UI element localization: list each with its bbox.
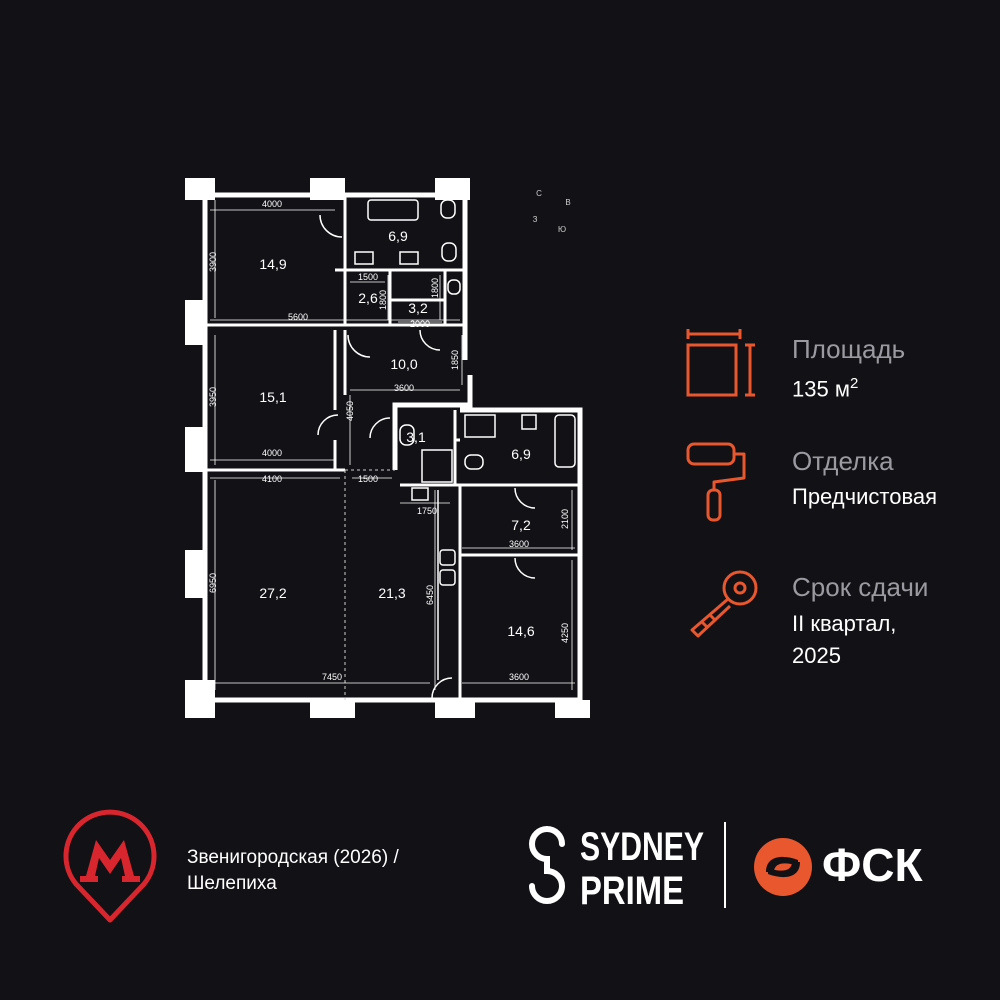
dimension-label: 3950 (208, 387, 218, 407)
compass-n: С (536, 189, 542, 198)
dimension-label: 6950 (208, 573, 218, 593)
dimension-label: 4050 (345, 401, 355, 421)
logo-divider (724, 822, 726, 908)
room-area-label: 2,6 (358, 290, 378, 306)
room-area-label: 7,2 (511, 517, 531, 533)
sydney-prime-wordmark: SYDNEY PRIME (580, 825, 704, 912)
dimension-label: 3900 (208, 252, 218, 272)
dimension-label: 4250 (560, 623, 570, 643)
dimension-label: 3600 (509, 672, 529, 682)
area-icon (686, 329, 755, 397)
dimension-label: 1500 (358, 474, 378, 484)
dimension-label: 4000 (262, 448, 282, 458)
room-area-label: 3,1 (406, 429, 426, 445)
dimension-label: 1800 (378, 290, 388, 310)
metro-station-line-2: Шелепиха (187, 873, 277, 894)
finish-label: Отделка (792, 446, 894, 476)
deadline-line-2: 2025 (792, 643, 841, 668)
dimension-label: 1850 (450, 350, 460, 370)
room-area-label: 6,9 (511, 446, 531, 462)
compass: С В З Ю (533, 189, 571, 234)
area-unit-sup: 2 (849, 375, 859, 392)
dimension-label: 1800 (430, 278, 440, 298)
room-area-label: 14,6 (507, 623, 534, 639)
area-number: 135 м (792, 376, 850, 402)
compass-w: З (533, 215, 538, 224)
area-value: 135 м2 (792, 368, 858, 404)
dimension-label: 5600 (288, 312, 308, 322)
logo-line-1: SYDNEY (580, 825, 704, 869)
deadline-label: Срок сдачи (792, 572, 929, 602)
area-label: Площадь (792, 334, 906, 364)
room-area-label: 27,2 (259, 585, 286, 601)
room-area-label: 10,0 (390, 356, 417, 372)
room-area-label: 21,3 (378, 585, 405, 601)
dimension-label: 1750 (417, 506, 437, 516)
dimension-label: 1500 (358, 272, 378, 282)
dimension-label: 3600 (509, 539, 529, 549)
key-icon (690, 570, 758, 638)
logo-line-2: PRIME (580, 869, 684, 912)
compass-e: В (565, 198, 570, 207)
finish-value: Предчистовая (792, 484, 938, 509)
metro-station-line-1: Звенигородская (2026) / (187, 847, 399, 868)
metro-station: Звенигородская (2026) / Шелепиха (187, 845, 399, 897)
dimension-label: 6450 (425, 585, 435, 605)
room-area-label: 3,2 (408, 300, 428, 316)
fsk-logo-icon (754, 838, 812, 896)
paint-roller-icon (686, 442, 746, 522)
deadline-line-1: II квартал, (792, 611, 897, 636)
dimension-label: 4100 (262, 474, 282, 484)
dimension-label: 3600 (394, 383, 414, 393)
metro-logo-icon (63, 809, 157, 923)
dimension-label: 7450 (322, 672, 342, 682)
room-area-label: 6,9 (388, 228, 408, 244)
dimension-label: 2000 (410, 319, 430, 329)
room-area-label: 15,1 (259, 389, 286, 405)
sydney-prime-logo-icon (529, 826, 565, 904)
dimension-label: 2100 (560, 509, 570, 529)
compass-s: Ю (558, 225, 566, 234)
room-area-label: 14,9 (259, 256, 286, 272)
dimension-label: 4000 (262, 199, 282, 209)
fsk-wordmark: ФСК (822, 839, 923, 891)
